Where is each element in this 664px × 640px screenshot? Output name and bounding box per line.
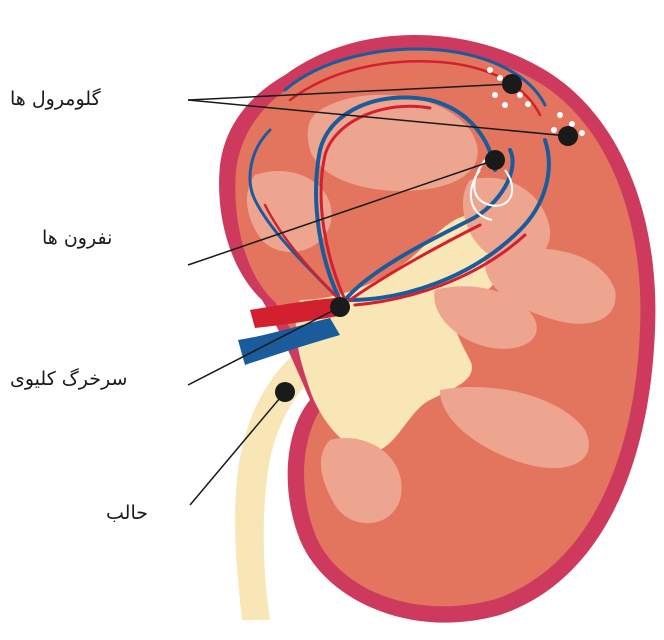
glomerulus-marker-1 <box>502 74 522 94</box>
label-renal-artery: سرخرگ کلیوی <box>10 368 127 390</box>
nephron-marker <box>485 150 505 170</box>
label-nephrons: نفرون ها <box>42 227 112 249</box>
glomerulus-marker-2 <box>558 126 578 146</box>
label-glomeruli: گلومرول ها <box>10 88 101 110</box>
ureter-marker <box>275 382 295 402</box>
label-ureter: حالب <box>106 502 148 524</box>
artery-marker <box>330 297 350 317</box>
